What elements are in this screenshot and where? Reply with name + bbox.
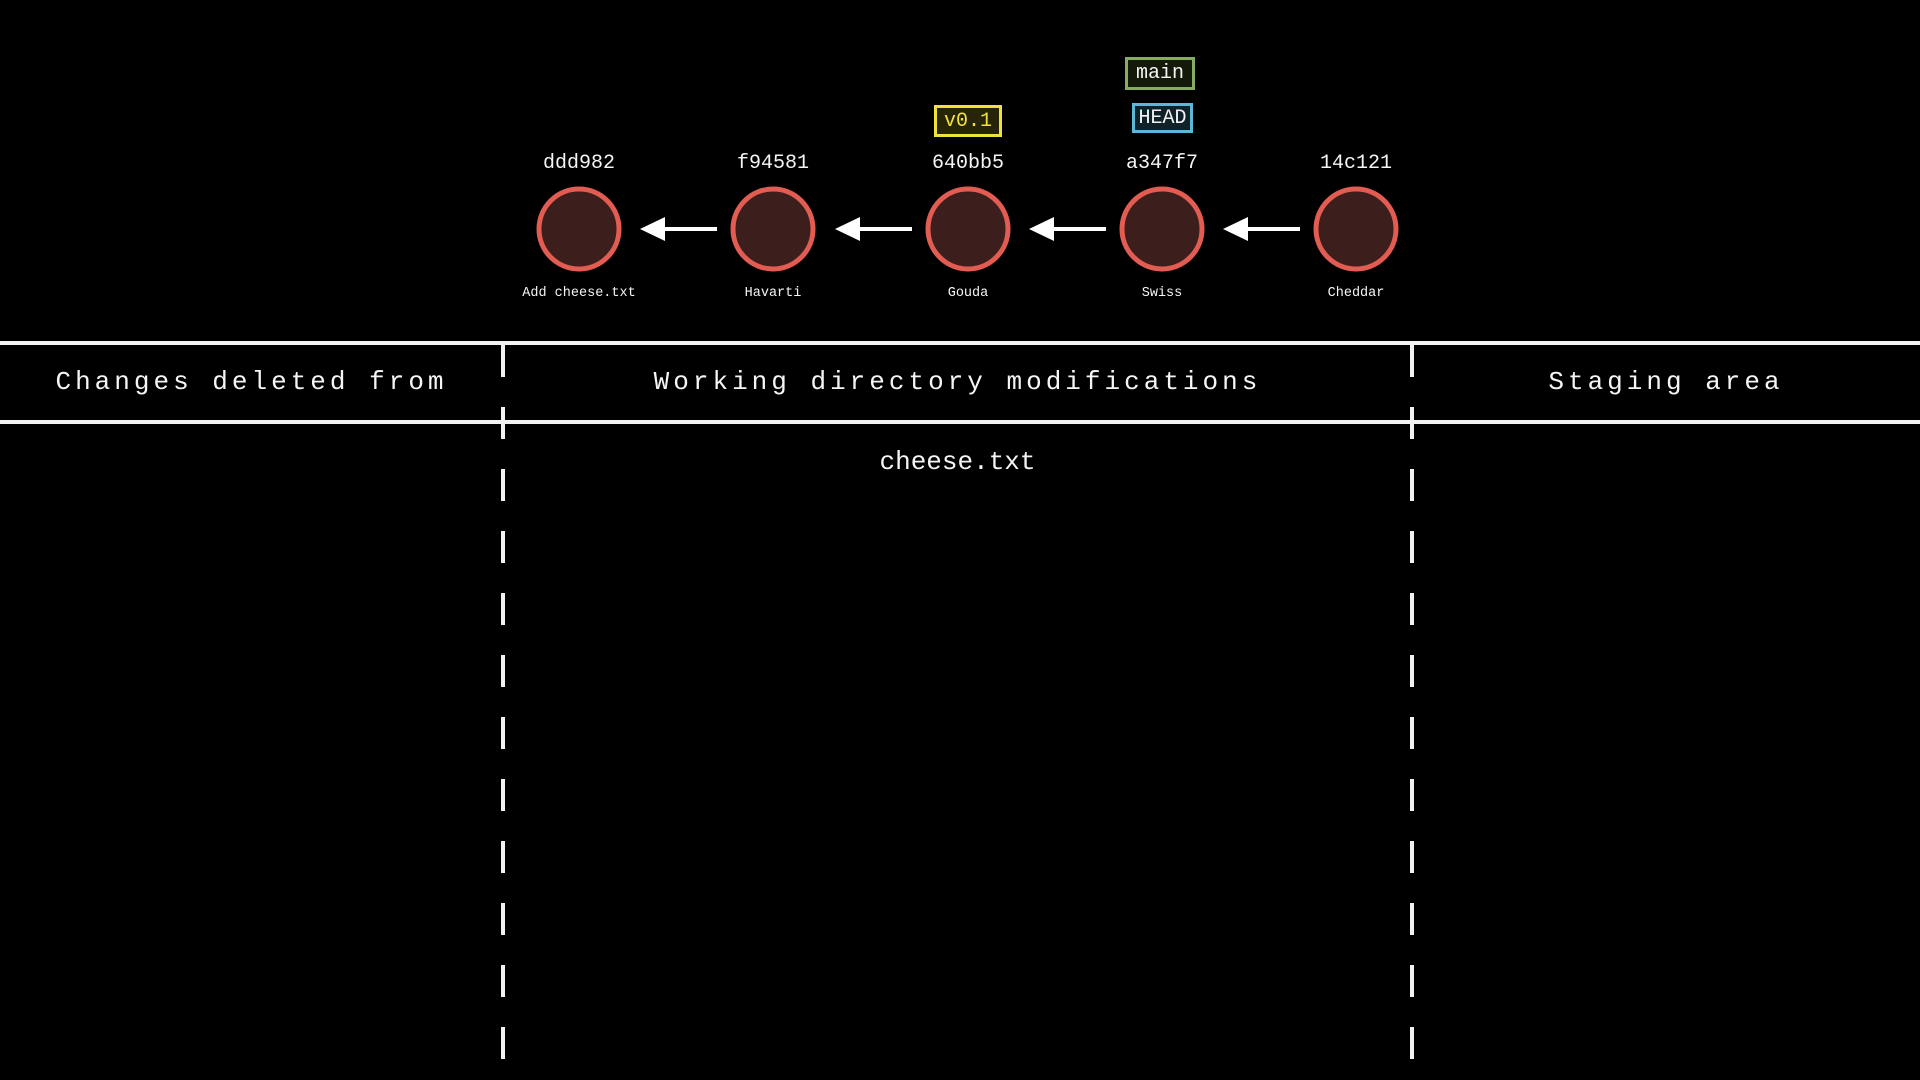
head-badge: HEAD xyxy=(1132,103,1193,133)
commit-hash-label: f94581 xyxy=(736,152,809,175)
commit-message-label: Havarti xyxy=(744,286,802,301)
commit-circle xyxy=(730,186,816,272)
working-directory-file: cheese.txt xyxy=(879,447,1036,477)
zone-divider-left xyxy=(501,345,505,1080)
commit-message-label: Cheddar xyxy=(1327,286,1385,301)
tag-badge: v0.1 xyxy=(934,105,1002,137)
commit-message-label: Swiss xyxy=(1141,286,1183,301)
zone-header-working: Working directory modifications xyxy=(653,367,1262,397)
table-top-border xyxy=(0,341,1920,345)
commit-message-label: Add cheese.txt xyxy=(522,286,636,301)
arrow-head-icon xyxy=(1029,217,1054,241)
commit-hash-label: 640bb5 xyxy=(931,152,1004,175)
commit-circle xyxy=(925,186,1011,272)
zone-header-staging: Staging area xyxy=(1548,367,1784,397)
parent-arrow xyxy=(1029,217,1106,241)
zone-header-deleted: Changes deleted from xyxy=(55,367,448,397)
commit-hash-label: a347f7 xyxy=(1125,152,1198,175)
table-header-divider xyxy=(0,420,1920,424)
commit-circle xyxy=(536,186,622,272)
branch-badge: main xyxy=(1125,57,1195,90)
parent-arrow xyxy=(835,217,912,241)
arrow-head-icon xyxy=(835,217,860,241)
arrow-head-icon xyxy=(1223,217,1248,241)
commit-circle xyxy=(1119,186,1205,272)
commit-hash-label: ddd982 xyxy=(542,152,615,175)
commit-hash-label: 14c121 xyxy=(1319,152,1392,175)
commit-circle xyxy=(1313,186,1399,272)
parent-arrow xyxy=(640,217,717,241)
zone-divider-right xyxy=(1410,345,1414,1080)
commit-message-label: Gouda xyxy=(947,286,989,301)
parent-arrow xyxy=(1223,217,1300,241)
arrow-head-icon xyxy=(640,217,665,241)
